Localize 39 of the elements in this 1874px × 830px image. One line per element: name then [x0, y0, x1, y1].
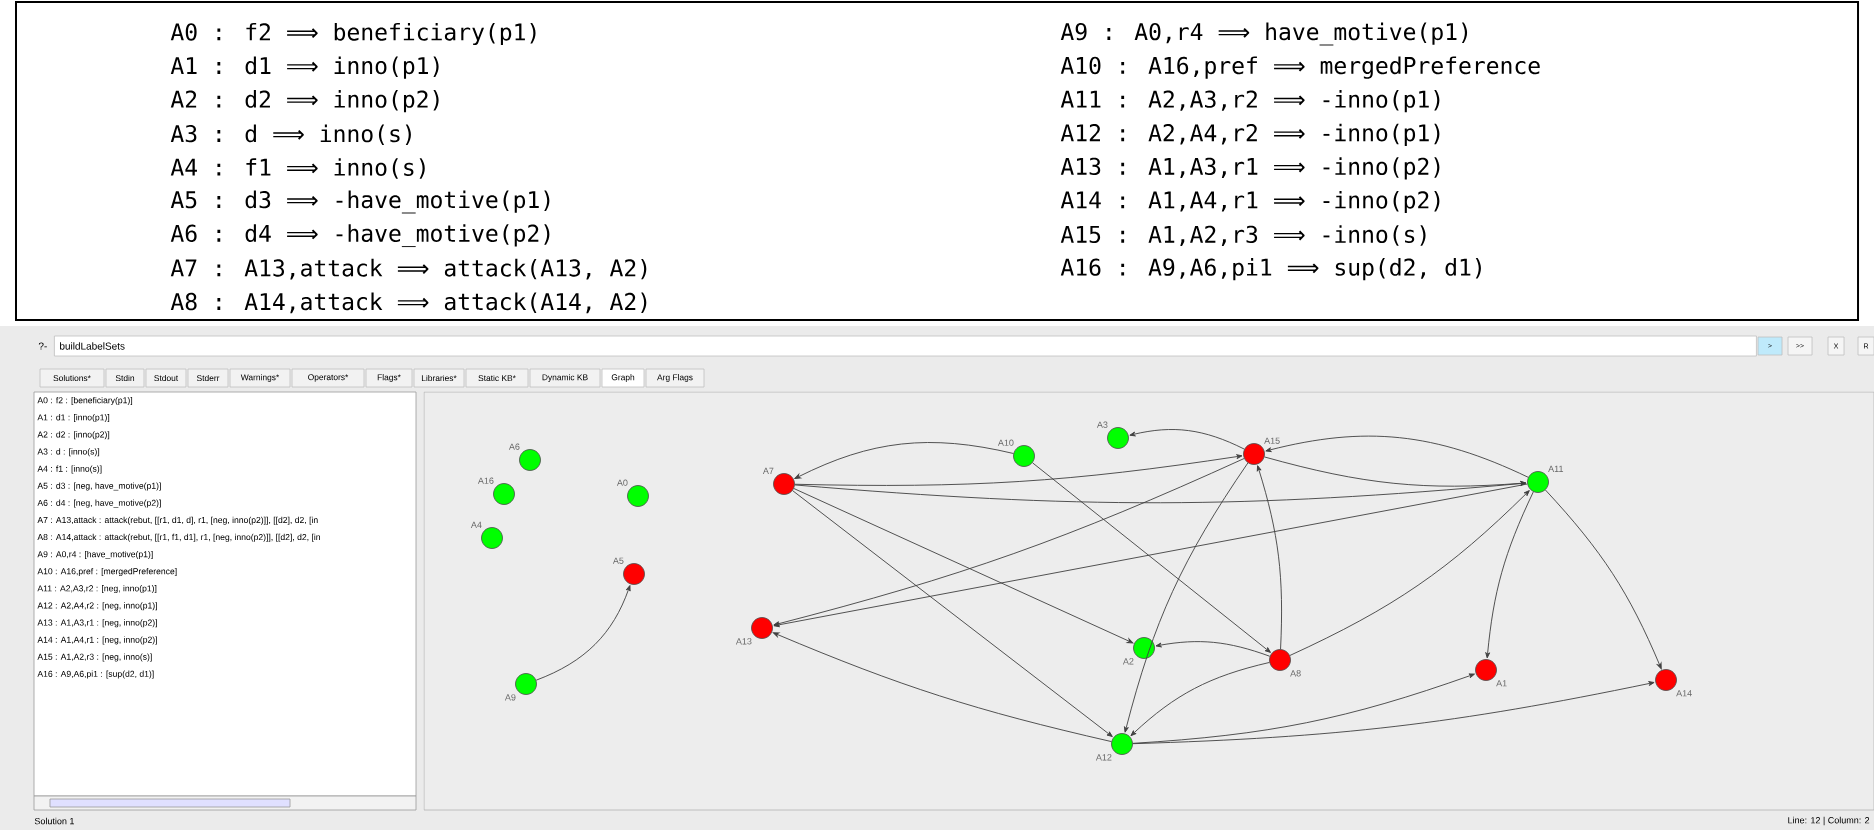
- code-line: A11 : A2,A3,r2 ⟹ -inno(p1): [1060, 90, 1440, 113]
- arrow: [535, 585, 631, 681]
- arrow: [1032, 462, 1271, 653]
- arrow: [1130, 662, 1270, 737]
- arrow: [794, 454, 1243, 486]
- arrow: [1132, 681, 1655, 745]
- arrow: [1289, 490, 1530, 656]
- arrow: [792, 490, 1113, 738]
- code-line: A1 : d1 ⟹ inno(p1): [170, 56, 439, 79]
- arrow: [772, 632, 1112, 743]
- code-line: A2 : d2 ⟹ inno(p2): [170, 90, 439, 113]
- arrow: [1485, 491, 1534, 659]
- code-line: A13 : A1,A3,r1 ⟹ -inno(p2): [1060, 157, 1440, 180]
- code-line: A16 : A9,A6,pi1 ⟹ sup(d2, d1): [1060, 258, 1481, 281]
- code-line: A7 : A13,attack ⟹ attack(A13, A2): [170, 258, 647, 280]
- arrow: [1132, 673, 1475, 744]
- code-line: A14 : A1,A4,r1 ⟹ -inno(p2): [1060, 190, 1440, 214]
- code-line: A15 : A1,A2,r3 ⟹ -inno(s): [1060, 225, 1426, 246]
- code-line: A10 : A16,pref ⟹ mergedPreference: [1060, 56, 1540, 79]
- code-line: A12 : A2,A4,r2 ⟹ -inno(p1): [1060, 123, 1440, 146]
- arrow: [1265, 435, 1529, 478]
- code-line: A4 : f1 ⟹ inno(s): [170, 158, 425, 179]
- arrow: [773, 483, 1528, 628]
- code-line: A8 : A14,attack ⟹ attack(A14, A2): [170, 292, 647, 314]
- code-line: A6 : d4 ⟹ -have_motive(p2): [170, 224, 550, 248]
- arrow: [1264, 456, 1527, 487]
- arrow: [1545, 489, 1662, 670]
- arrow: [773, 458, 1245, 627]
- code-line: A9 : A0,r4 ⟹ have_motive(p1): [1060, 22, 1468, 46]
- arrow: [794, 442, 1014, 479]
- arrow: [794, 481, 1527, 504]
- arrow: [1129, 429, 1245, 450]
- arrow: [1124, 462, 1249, 733]
- code-line: A3 : d ⟹ inno(s): [170, 124, 411, 146]
- arrow: [793, 488, 1134, 644]
- arrow: [1256, 465, 1282, 650]
- arrow: [1155, 641, 1271, 657]
- code-line: A0 : f2 ⟹ beneficiary(p1): [170, 22, 536, 46]
- code-line: A5 : d3 ⟹ -have_motive(p1): [170, 190, 550, 214]
